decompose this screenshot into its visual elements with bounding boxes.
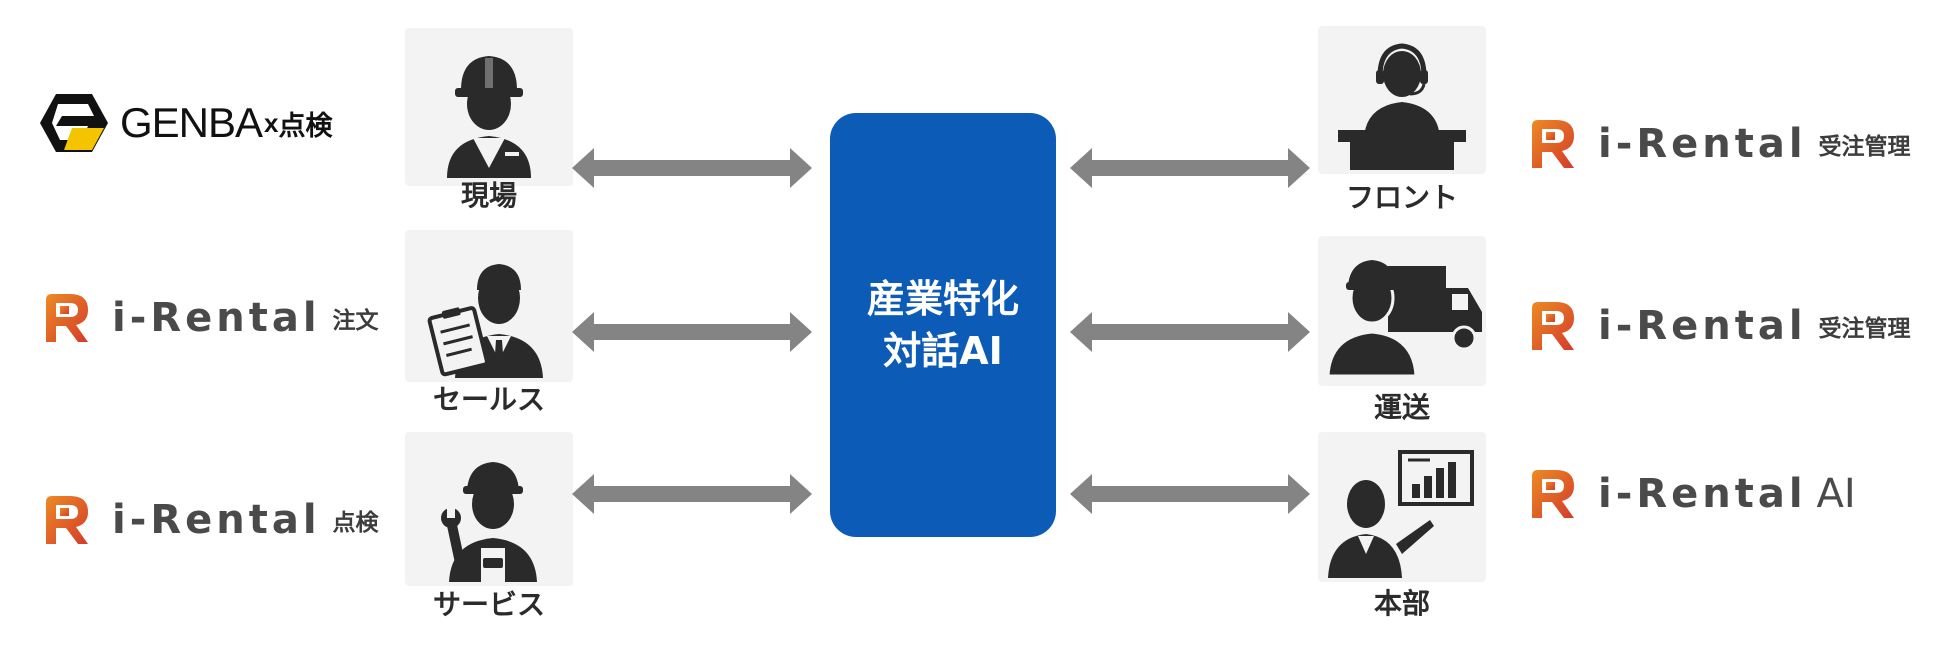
ai-box-line2: 対話AI [883,329,1003,373]
irental-wordmark: i-Rental [112,497,321,543]
irental-r-icon [1528,466,1580,522]
bidirectional-arrow-genba [572,148,812,188]
irental-r-icon [1528,298,1580,354]
genba-tenken-logo: GENBA x 点検 [38,92,333,154]
role-card-sales [405,230,573,382]
bidirectional-arrow-front [1070,148,1310,188]
role-card-front [1318,26,1486,174]
bidirectional-arrow-hq [1070,474,1310,514]
role-card-hq [1318,432,1486,582]
genba-suffix: 点検 [278,110,333,142]
irental-wordmark: i-Rental [1598,121,1807,167]
irental-order-management-logo-transport: i-Rental 受注管理 [1528,298,1911,354]
bidirectional-arrow-transport [1070,312,1310,352]
irental-suffix: 受注管理 [1818,134,1911,160]
role-card-genba [405,28,573,186]
irental-ai-suffix: AI [1816,471,1856,517]
role-label-transport: 運送 [1373,391,1430,424]
irental-suffix: 注文 [332,308,379,334]
role-label-hq: 本部 [1373,587,1430,620]
irental-ai-logo: i-Rental AI [1528,466,1856,522]
bidirectional-arrow-service [572,474,812,514]
industry-ai-box: 産業特化 対話AI [830,113,1056,537]
irental-suffix: 点検 [332,510,379,536]
bidirectional-arrow-sales [572,312,812,352]
ai-box-line1: 産業特化 [866,277,1019,321]
irental-r-icon [42,290,94,346]
genba-x-mark: x [264,107,279,138]
irental-wordmark: i-Rental [1598,471,1807,517]
role-label-sales: セールス [432,383,545,416]
irental-inspection-logo: i-Rental 点検 [42,492,379,548]
role-label-front: フロント [1345,181,1458,214]
irental-wordmark: i-Rental [112,295,321,341]
irental-wordmark: i-Rental [1598,303,1807,349]
role-card-transport [1318,236,1486,386]
irental-r-icon [42,492,94,548]
role-label-genba: 現場 [460,179,517,212]
irental-order-management-logo-front: i-Rental 受注管理 [1528,116,1911,172]
presenter-chart-icon [1328,450,1474,578]
delivery-truck-driver-icon [1326,260,1482,378]
irental-r-icon [1528,116,1580,172]
genba-wordmark: GENBA [120,99,263,146]
salesperson-clipboard-icon [427,264,543,378]
role-label-service: サービス [432,588,545,621]
receptionist-headset-icon [1338,43,1466,170]
genba-hexagon-icon [40,94,108,152]
role-card-service [405,432,573,586]
construction-worker-icon [447,56,531,178]
irental-suffix: 受注管理 [1818,316,1911,342]
irental-order-logo: i-Rental 注文 [42,290,379,346]
mechanic-wrench-icon [441,462,537,582]
